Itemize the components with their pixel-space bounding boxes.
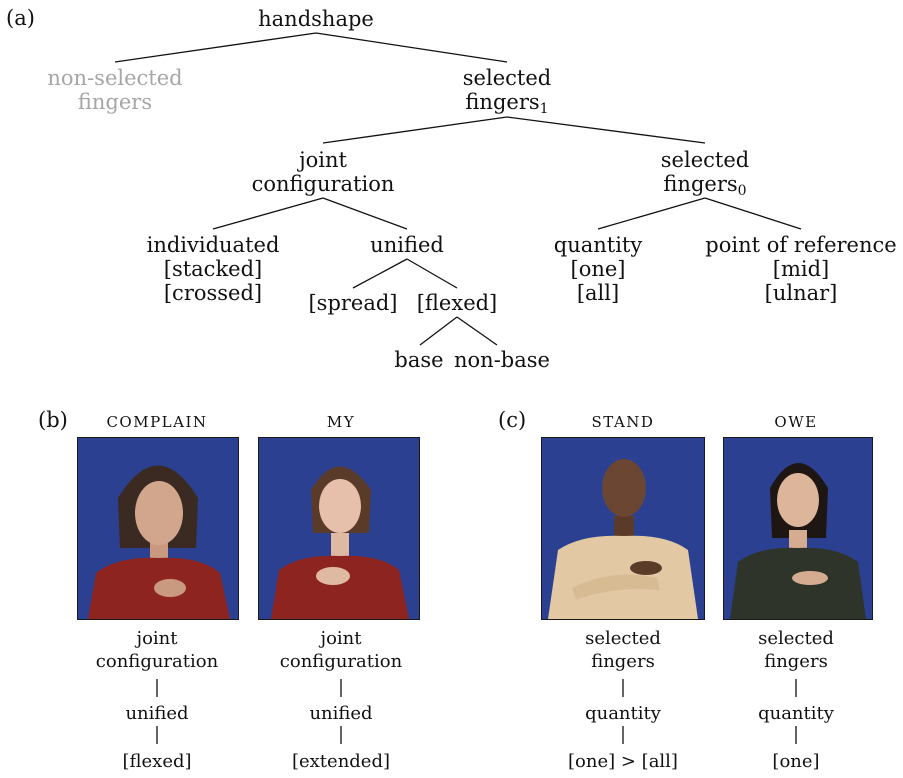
- node-spread: [spread]: [308, 291, 398, 315]
- stand-level2: quantity: [585, 703, 661, 724]
- panel-c-letter: (c): [498, 408, 527, 432]
- stand-level3: [one] > [all]: [568, 751, 678, 772]
- owe-level1: selected fingers: [758, 628, 834, 672]
- complain-level3: [flexed]: [122, 751, 192, 772]
- node-flexed: [flexed]: [416, 291, 498, 315]
- complain-level2: unified: [125, 703, 189, 724]
- node-handshape: handshape: [258, 7, 374, 31]
- gloss-complain: complain: [106, 413, 208, 431]
- node-point-of-reference: point of reference [mid] [ulnar]: [705, 233, 897, 305]
- my-level1: joint configuration: [279, 628, 403, 672]
- node-base: base: [394, 348, 444, 372]
- node-joint-configuration: joint configuration: [251, 148, 395, 196]
- node-selected-fingers-0: selected fingers0: [660, 148, 750, 199]
- owe-level3: [one]: [772, 751, 820, 772]
- node-quantity: quantity [one] [all]: [553, 233, 643, 305]
- my-level2: unified: [309, 703, 373, 724]
- node-non-base: non-base: [454, 348, 550, 372]
- node-individuated: individuated [stacked] [crossed]: [146, 233, 280, 305]
- photo-owe: [723, 437, 873, 620]
- complain-level1: joint configuration: [95, 628, 219, 672]
- stand-level1: selected fingers: [585, 628, 661, 672]
- photo-complain: [77, 437, 239, 620]
- gloss-stand: stand: [591, 413, 655, 431]
- my-level3: [extended]: [291, 751, 391, 772]
- gloss-my: my: [326, 413, 356, 431]
- node-non-selected-fingers: non-selected fingers: [47, 66, 183, 114]
- panel-a-letter: (a): [6, 6, 35, 30]
- node-selected-fingers-1: selected fingers1: [462, 66, 552, 117]
- photo-stand: [541, 437, 705, 620]
- photo-my: [258, 437, 420, 620]
- panel-b-letter: (b): [38, 408, 68, 432]
- gloss-owe: owe: [774, 413, 818, 431]
- node-unified: unified: [370, 233, 444, 257]
- owe-level2: quantity: [758, 703, 834, 724]
